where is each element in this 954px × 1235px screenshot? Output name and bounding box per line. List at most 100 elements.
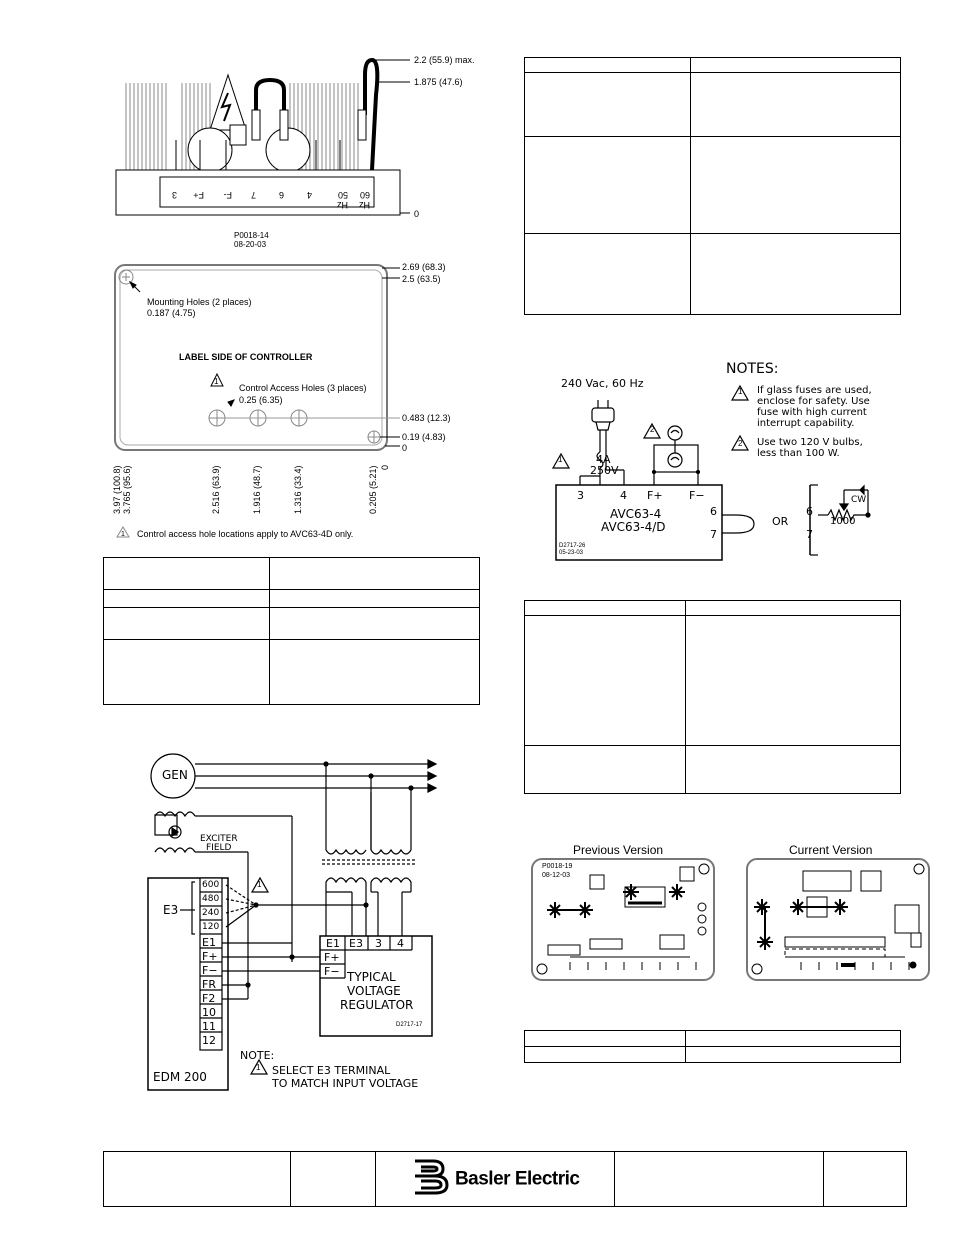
basler-logo-icon — [411, 1158, 451, 1201]
x-3765-label: 3.765 (95.6) — [122, 465, 132, 514]
terminal-labels: 3 F+ F- 7 6 4 50 Hz 60 Hz — [172, 190, 370, 210]
bulb-note-num: 2 — [650, 425, 655, 434]
dim-25-label: 2.5 (63.5) — [402, 274, 441, 284]
brand-cell: Basler Electric — [375, 1151, 615, 1207]
fuse-volt: 250V — [590, 464, 619, 477]
footnote-triangle-icon: 1 — [116, 526, 130, 538]
edm-note-line2: TO MATCH INPUT VOLTAGE — [272, 1077, 419, 1090]
reg-line1: TYPICAL — [347, 970, 396, 984]
pot-cw: CW — [851, 495, 867, 505]
e3-term-600: 600 — [202, 880, 220, 890]
term-10: 10 — [202, 1006, 216, 1019]
dim-zero-y-label: 0 — [402, 443, 408, 453]
previous-version-label: Previous Version — [573, 843, 664, 857]
dim-zero-label: 0 — [414, 209, 420, 219]
term-f2: F2 — [202, 992, 216, 1005]
mounting-holes-label: Mounting Holes (2 places) — [147, 297, 252, 307]
svg-text:3: 3 — [172, 190, 177, 200]
note1-line3: fuse with high current — [757, 407, 867, 418]
dim-1875-label: 1.875 (47.6) — [414, 77, 463, 87]
dim-max-label: 2.2 (55.9) max. — [414, 55, 475, 65]
reg-line2: VOLTAGE — [347, 984, 401, 998]
mounting-size-label: 0.187 (4.75) — [147, 308, 196, 318]
dim-269-label: 2.69 (68.3) — [402, 262, 446, 272]
reg-f-minus: F− — [324, 965, 340, 978]
e3-note-num: 1 — [257, 880, 262, 889]
edm-wiring-diagram — [147, 753, 438, 1091]
avc-model1: AVC63-4 — [610, 507, 662, 521]
current-version-board — [746, 858, 930, 981]
reg-term-3: 3 — [375, 937, 382, 950]
edm-note-num: 1 — [256, 1063, 261, 1072]
pot-value: 1000 — [830, 516, 856, 527]
reg-term-4: 4 — [397, 937, 404, 950]
note1-line1: If glass fuses are used, — [757, 385, 872, 396]
svg-text:6: 6 — [279, 190, 284, 200]
avc-term-fplus: F+ — [647, 489, 663, 502]
e3-term-240: 240 — [202, 908, 220, 918]
or-label: OR — [772, 515, 789, 528]
e3-term-120: 120 — [202, 922, 220, 932]
note2-line1: Use two 120 V bulbs, — [757, 437, 863, 448]
label-side-drawing: 1 — [114, 264, 400, 451]
reg-code: D2717-17 — [396, 1022, 423, 1028]
avc-term-fminus: F− — [689, 489, 705, 502]
notes-title: NOTES: — [726, 361, 779, 377]
side-view-drawing: 3 F+ F- 7 6 4 50 Hz 60 Hz — [115, 57, 410, 216]
svg-text:60: 60 — [360, 190, 370, 200]
avc-pin7: 7 — [710, 528, 717, 541]
reg-term-e3: E3 — [349, 937, 363, 950]
board-date: 08-12-03 — [542, 872, 571, 879]
svg-text:1: 1 — [214, 377, 219, 386]
term-fr: FR — [202, 978, 216, 991]
drawing-date: 08-20-03 — [234, 240, 267, 249]
field-label: FIELD — [206, 843, 232, 853]
x-0205-label: 0.205 (5.21) — [368, 465, 378, 514]
svg-text:Hz: Hz — [359, 200, 370, 210]
e3-term-480: 480 — [202, 894, 220, 904]
access-size-label: 0.25 (6.35) — [239, 395, 283, 405]
test-code: D2717-26 — [559, 543, 586, 549]
dim-0483-label: 0.483 (12.3) — [402, 413, 451, 423]
term-fplus: F+ — [202, 950, 218, 963]
svg-text:4: 4 — [307, 190, 312, 200]
fuse-amp: 4A — [596, 453, 611, 466]
svg-text:50: 50 — [338, 190, 348, 200]
svg-text:7: 7 — [251, 190, 256, 200]
pot-7: 7 — [806, 528, 813, 541]
svg-text:1: 1 — [121, 531, 125, 538]
reg-f-plus: F+ — [324, 951, 340, 964]
brand-name: Basler Electric — [454, 1168, 580, 1189]
note1-line4: interrupt capability. — [757, 418, 855, 429]
edm-note-title: NOTE: — [240, 1049, 275, 1062]
right-bottom-table — [524, 1030, 901, 1063]
label-side-title: LABEL SIDE OF CONTROLLER — [179, 352, 313, 362]
previous-version-board — [531, 858, 715, 981]
exciter-label: EXCITER — [200, 834, 238, 844]
x-1316-label: 1.316 (33.4) — [293, 465, 303, 514]
access-holes-label: Control Access Holes (3 places) — [239, 383, 367, 393]
avc-term-3: 3 — [577, 489, 584, 502]
note1-num: 1 — [738, 387, 743, 396]
term-12: 12 — [202, 1034, 216, 1047]
avc-term-4: 4 — [620, 489, 627, 502]
x-zero-label: 0 — [380, 464, 390, 470]
board-code: P0018-19 — [542, 863, 573, 870]
note1-line2: enclose for safety. Use — [757, 396, 870, 407]
svg-text:F+: F+ — [193, 190, 204, 200]
fuse-note-num: 1 — [558, 455, 563, 464]
edm-label: EDM 200 — [153, 1070, 207, 1084]
edm-note-line1: SELECT E3 TERMINAL — [272, 1064, 391, 1077]
footnote-text: Control access hole locations apply to A… — [137, 529, 354, 539]
term-e1: E1 — [202, 936, 216, 949]
supply-label: 240 Vac, 60 Hz — [561, 377, 644, 390]
x-1916-label: 1.916 (48.7) — [252, 465, 262, 514]
term-fminus: F− — [202, 964, 218, 977]
pot-6: 6 — [806, 505, 813, 518]
svg-text:Hz: Hz — [337, 200, 348, 210]
note2-line2: less than 100 W. — [757, 448, 840, 459]
x-397-label: 3.97 (100.8) — [112, 465, 122, 514]
right-middle-table — [524, 600, 901, 794]
svg-text:F-: F- — [224, 190, 233, 200]
current-version-label: Current Version — [789, 843, 873, 857]
